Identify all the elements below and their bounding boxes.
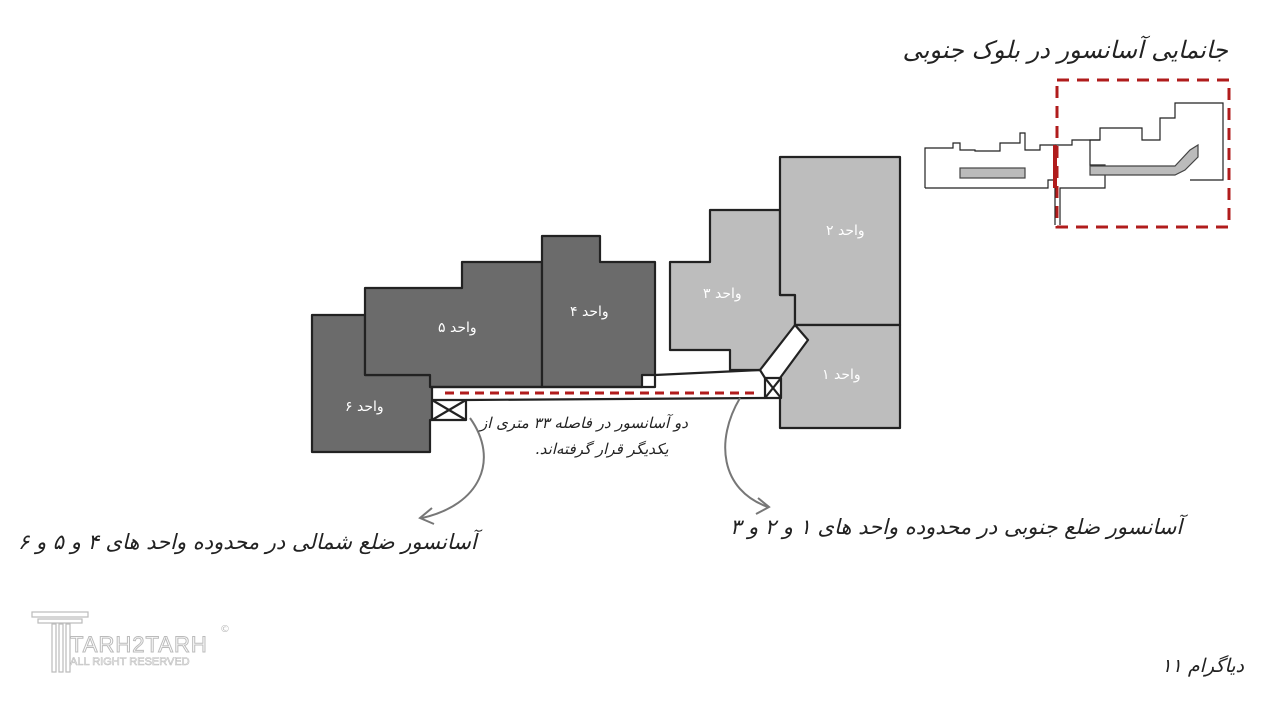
arrow-north-head-icon: [418, 507, 435, 525]
distance-note-line1: دو آسانسور در فاصله ۳۳ متری از: [480, 414, 688, 432]
distance-note-line2: یکدیگر قرار گرفته‌اند.: [535, 440, 669, 458]
unit-label-3: واحد ۳: [703, 286, 742, 302]
copyright-icon: ©: [220, 624, 230, 635]
logo-name: TARH2TARH: [70, 632, 208, 658]
north-elevator-caption: آسانسور ضلع شمالی در محدوده واحد های ۴ و…: [18, 530, 477, 554]
highlight-region-box: [1055, 78, 1231, 229]
unit-label-6: واحد ۶: [345, 399, 384, 415]
unit-2-shape: [778, 155, 902, 327]
arrow-south-head-icon: [755, 497, 771, 515]
unit-label-2: واحد ۲: [826, 223, 865, 239]
arrow-south: [724, 397, 769, 508]
unit-label-4: واحد ۴: [570, 304, 609, 320]
corridor-edge: [465, 396, 766, 402]
unit-1-shape: [778, 323, 902, 430]
arrow-north: [421, 417, 485, 519]
elevator-south-icon: [763, 376, 783, 400]
south-elevator-caption: آسانسور ضلع جنوبی در محدوده واحد های ۱ و…: [730, 515, 1183, 539]
elevator-north-icon: [430, 398, 468, 422]
page-title: جانمایی آسانسور در بلوک جنوبی: [902, 36, 1228, 64]
logo-tagline: ALL RIGHT RESERVED: [70, 656, 190, 669]
column-logo-icon: [31, 611, 89, 673]
unit-label-5: واحد ۵: [438, 320, 477, 336]
key-plan: [924, 102, 1224, 225]
unit-label-1: واحد ۱: [822, 367, 861, 383]
diagram-number-label: دیاگرام ۱۱: [1161, 655, 1244, 677]
corridor-edge: [430, 368, 766, 389]
watermark-logo: TARH2TARH ALL RIGHT RESERVED ©: [30, 610, 230, 675]
